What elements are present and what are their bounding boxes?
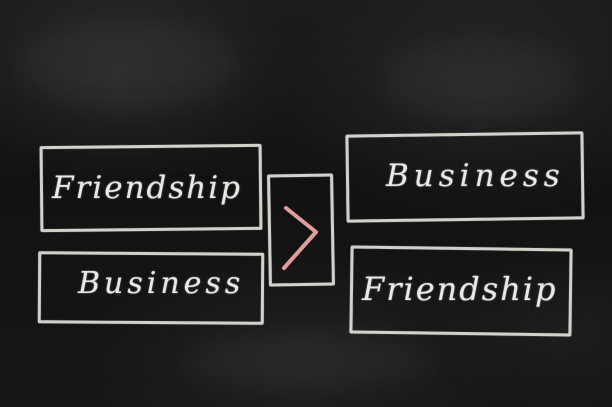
left-top-word: Friendship [52, 170, 243, 206]
greater-than-icon [282, 206, 318, 270]
right-bottom-word: Friendship [362, 270, 558, 308]
left-bottom-word: Business [78, 266, 245, 301]
chalk-smudge [20, 20, 240, 110]
chalk-smudge [380, 40, 580, 120]
right-top-word: Business [386, 158, 565, 194]
chalk-smudge [180, 330, 440, 390]
